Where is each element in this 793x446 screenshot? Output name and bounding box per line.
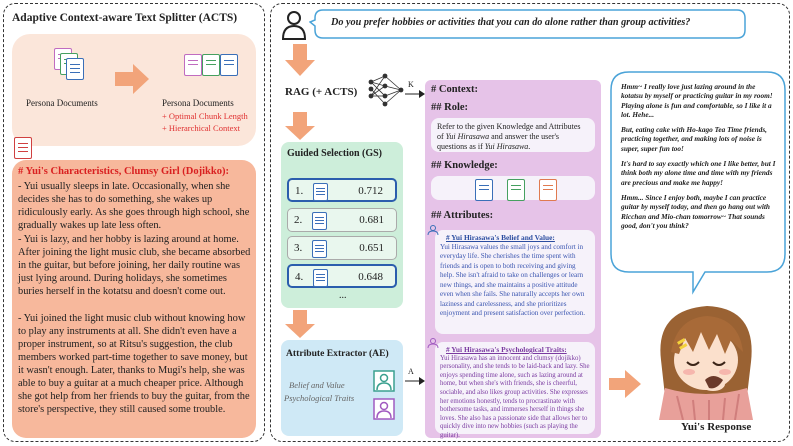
gs-item-score: 0.651 <box>359 242 384 254</box>
belief-title: # Yui Hirasawa's Belief and Value: <box>446 233 555 242</box>
belief-person-icon <box>373 370 395 392</box>
acts-panel: Adaptive Context-aware Text Splitter (AC… <box>3 3 265 442</box>
response-para-4: Hmm... Since I enjoy both, maybe I can p… <box>621 192 770 230</box>
knowledge-doc-icon-2 <box>507 179 525 201</box>
role-name-2: Yui Hirasawa <box>484 142 529 151</box>
arrow-down-icon-3 <box>285 310 315 338</box>
character-doc-icon <box>14 137 32 159</box>
persona-docs-label-right: Persona Documents <box>162 98 234 108</box>
arrow-right-icon <box>115 64 149 94</box>
k-label: K <box>408 80 414 89</box>
knowledge-heading: ## Knowledge: <box>431 160 498 171</box>
hierarchical-context-label: + Hierarchical Context <box>162 123 240 133</box>
belief-box: # Yui Hirasawa's Belief and Value: Yui H… <box>435 230 595 334</box>
a-label: A <box>408 367 414 376</box>
role-text-3: . <box>528 142 531 151</box>
gs-item: 4. 0.648 <box>287 264 397 288</box>
gs-doc-icon <box>313 183 328 201</box>
gs-item: 1. 0.712 <box>287 178 397 202</box>
ae-caption-1: Belief and Value <box>289 380 345 390</box>
acts-title: Adaptive Context-aware Text Splitter (AC… <box>12 12 238 24</box>
ae-caption-2: Psychological Traits <box>284 393 355 403</box>
response-para-3: It's hard to say exactly which one I lik… <box>621 159 776 187</box>
arrow-right-icon-2 <box>609 370 641 398</box>
knowledge-doc-icon-1 <box>475 179 493 201</box>
gs-item-score: 0.648 <box>358 271 383 283</box>
a-arrow-icon <box>405 377 425 385</box>
optimal-chunk-label: + Optimal Chunk Length <box>162 111 248 121</box>
role-text-2: and answer the user's questions as if <box>437 132 560 151</box>
gs-doc-icon <box>313 269 328 287</box>
context-box: # Context: ## Role: Refer to the given K… <box>425 80 601 439</box>
role-name-1: Yui Hirasawa <box>445 132 490 141</box>
gs-doc-icon <box>312 212 327 230</box>
gs-item-number: 3. <box>294 242 303 254</box>
belief-attr-icon <box>427 225 439 236</box>
ae-title: Attribute Extractor (AE) <box>286 348 389 359</box>
user-icon <box>281 11 307 40</box>
arrow-down-icon <box>285 44 315 76</box>
gs-item-number: 4. <box>295 271 304 283</box>
response-para-2: But, eating cake with Ho-kago Tea Time f… <box>621 125 768 153</box>
knowledge-doc-icon-3 <box>539 179 557 201</box>
gs-ellipsis: ... <box>339 290 347 301</box>
role-text-1: Refer to the given Knowledge and Attribu… <box>437 122 581 141</box>
rag-label: RAG (+ ACTS) <box>285 86 358 98</box>
role-heading: ## Role: <box>431 102 469 113</box>
k-arrow-icon <box>405 90 425 98</box>
acts-box: Persona Documents Persona Documents + Op… <box>12 34 256 146</box>
psych-title: # Yui Hirasawa's Psychological Traits: <box>446 345 567 354</box>
query-bubble-shape <box>309 9 746 39</box>
gs-item-number: 1. <box>295 185 304 197</box>
query-text: Do you prefer hobbies or activities that… <box>331 17 691 28</box>
character-doc-heading: # Yui's Characteristics, Clumsy Girl (Do… <box>18 166 229 177</box>
gs-title: Guided Selection (GS) <box>287 148 383 159</box>
yui-character-illustration <box>659 306 753 420</box>
attributes-heading: ## Attributes: <box>431 210 494 221</box>
arrow-down-icon-2 <box>285 112 315 140</box>
gs-item-number: 2. <box>294 214 303 226</box>
persona-docs-label-left: Persona Documents <box>26 98 98 108</box>
persona-docs-icon <box>54 48 94 82</box>
response-caption: Yui's Response <box>681 421 752 433</box>
attribute-extractor-box: Attribute Extractor (AE) Belief and Valu… <box>281 340 403 436</box>
guided-selection-box: Guided Selection (GS) 1. 0.712 2. 0.681 3. 0.… <box>281 142 403 308</box>
character-doc-box: # Yui's Characteristics, Clumsy Girl (Do… <box>12 160 256 438</box>
response-bubble-shape <box>610 71 786 295</box>
gs-item-score: 0.681 <box>359 214 384 226</box>
gs-doc-icon <box>312 240 327 258</box>
context-heading: # Context: <box>431 84 478 95</box>
character-para-1: - Yui usually sleeps in late. Occasional… <box>18 181 250 231</box>
belief-text: Yui Hirasawa values the small joys and c… <box>440 242 585 318</box>
response-para-1: Hmm~ I really love just lazing around in… <box>621 82 773 119</box>
psych-person-icon <box>373 398 395 420</box>
pipeline-panel: Do you prefer hobbies or activities that… <box>270 3 790 442</box>
psych-box: # Yui Hirasawa's Psychological Traits: Y… <box>435 342 595 439</box>
gs-item-score: 0.712 <box>358 185 383 197</box>
role-box: Refer to the given Knowledge and Attribu… <box>431 118 595 152</box>
psych-attr-icon <box>427 338 439 349</box>
character-para-2: - Yui is lazy, and her hobby is lazing a… <box>18 234 251 297</box>
knowledge-box <box>431 176 595 201</box>
persona-docs-processed-icon <box>184 48 244 82</box>
psych-text: Yui Hirasawa has an innocent and clumsy … <box>440 354 590 439</box>
gs-item: 3. 0.651 <box>287 236 397 260</box>
gs-item: 2. 0.681 <box>287 208 397 232</box>
neural-network-icon <box>368 73 404 107</box>
character-para-3: - Yui joined the light music club withou… <box>18 313 250 415</box>
response-text: Hmm~ I really love just lazing around in… <box>621 82 779 230</box>
